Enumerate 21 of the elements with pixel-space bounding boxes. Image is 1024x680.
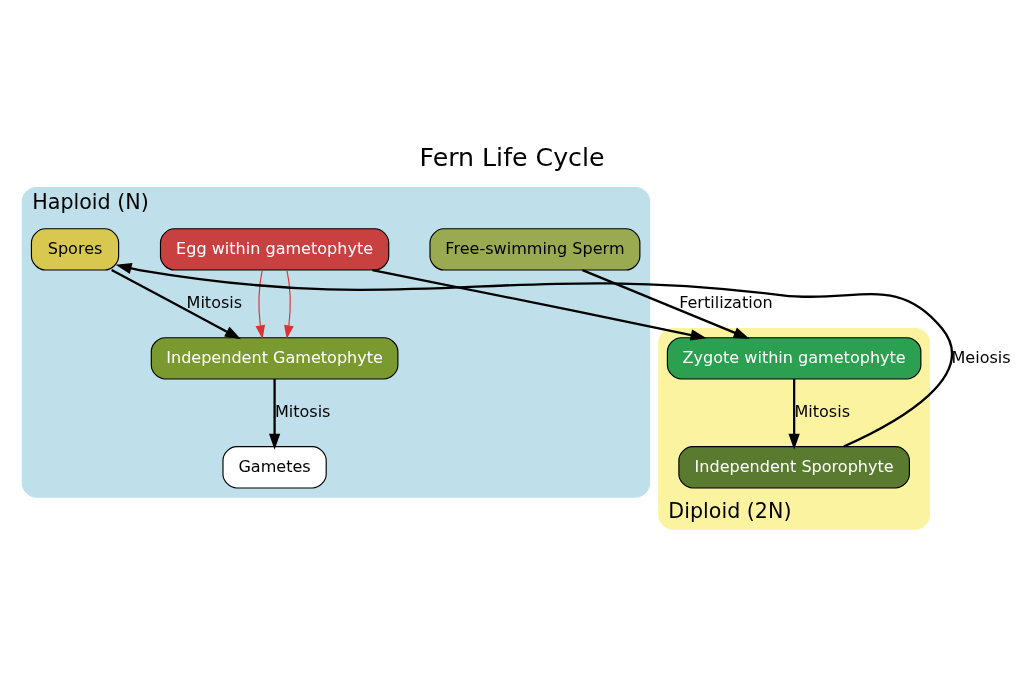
arrow: [372, 268, 707, 341]
node-box: Zygote within gametophyte: [666, 337, 922, 380]
arrow: [111, 269, 241, 340]
arrow: [582, 269, 750, 339]
edge-label: Fertilization: [679, 293, 773, 313]
edge-label: Mitosis: [186, 293, 243, 313]
node-box: Gametes: [222, 446, 327, 489]
edge-label: Meiosis: [951, 347, 1011, 367]
node-box: Egg within gametophyte: [159, 228, 390, 271]
edge-label: Mitosis: [274, 402, 331, 422]
arrow: [268, 379, 281, 450]
edge-label: Mitosis: [794, 402, 851, 422]
arrow: [788, 379, 800, 450]
arrow: [115, 263, 953, 448]
node-box: Independent Sporophyte: [678, 446, 910, 489]
arrow: [255, 269, 266, 340]
node-box: Spores: [30, 228, 120, 271]
node-box: Free-swimming Sperm: [429, 228, 641, 271]
diagram-title: Fern Life Cycle: [419, 143, 605, 173]
node-box: Independent Gametophyte: [150, 337, 399, 380]
arrow: [284, 269, 294, 340]
